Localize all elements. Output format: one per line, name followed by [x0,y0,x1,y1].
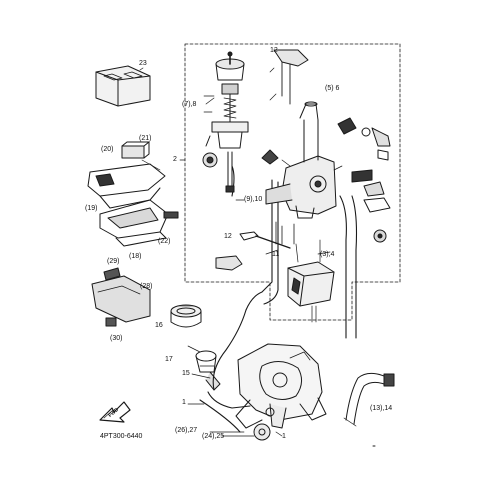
callout-24-25: (24),25 [202,433,225,440]
callout-29: (29) [107,258,120,265]
cable-routing [199,165,358,433]
callout-20: (20) [101,146,114,153]
callout-19: (19) [85,205,98,212]
carburetor-body [265,101,343,219]
callout-12-top: 12 [270,47,278,54]
cap-part [170,304,202,328]
callout-2: 2 [173,156,177,163]
callout-23: 23 [139,60,147,67]
hose-joint-part [195,350,221,391]
side-cover-part [91,267,151,327]
callout-26-27: (26),27 [175,427,198,434]
cover-box-part [95,65,151,107]
callout-3-4: (3),4 [320,251,335,258]
leader-lines [187,97,331,437]
callout-5-6: (5) 6 [325,85,340,92]
right-small-parts [203,49,391,271]
part-code: 4PT300-6440 [100,433,143,440]
callout-13-14: (13),14 [370,405,393,412]
callout-28: (28) [140,283,153,290]
callout-1-left: 1 [182,399,186,406]
throttle-valve-assembly [202,51,249,193]
callout-22: (22) [158,238,171,245]
callout-15: 15 [182,370,190,377]
callout-9-10: (9),10 [244,196,263,203]
fwd-arrow-icon [99,401,131,423]
callout-7-8: (7),8 [182,101,197,108]
callout-21: (21) [139,135,152,142]
callout-30: (30) [110,335,123,342]
callout-17: 17 [165,356,173,363]
float-bowl-part [287,239,335,323]
breather-hose-part [343,372,395,427]
callout-11: 11 [272,251,280,258]
callout-1-bottom: 1 [282,433,286,440]
callout-16: 16 [155,322,163,329]
callout-18: (18) [129,253,142,260]
assembly-dashed-frame [184,43,401,321]
air-joint-parts [87,141,179,247]
lower-engine-assembly [235,343,327,441]
callout-12-left: 12 [224,233,232,240]
